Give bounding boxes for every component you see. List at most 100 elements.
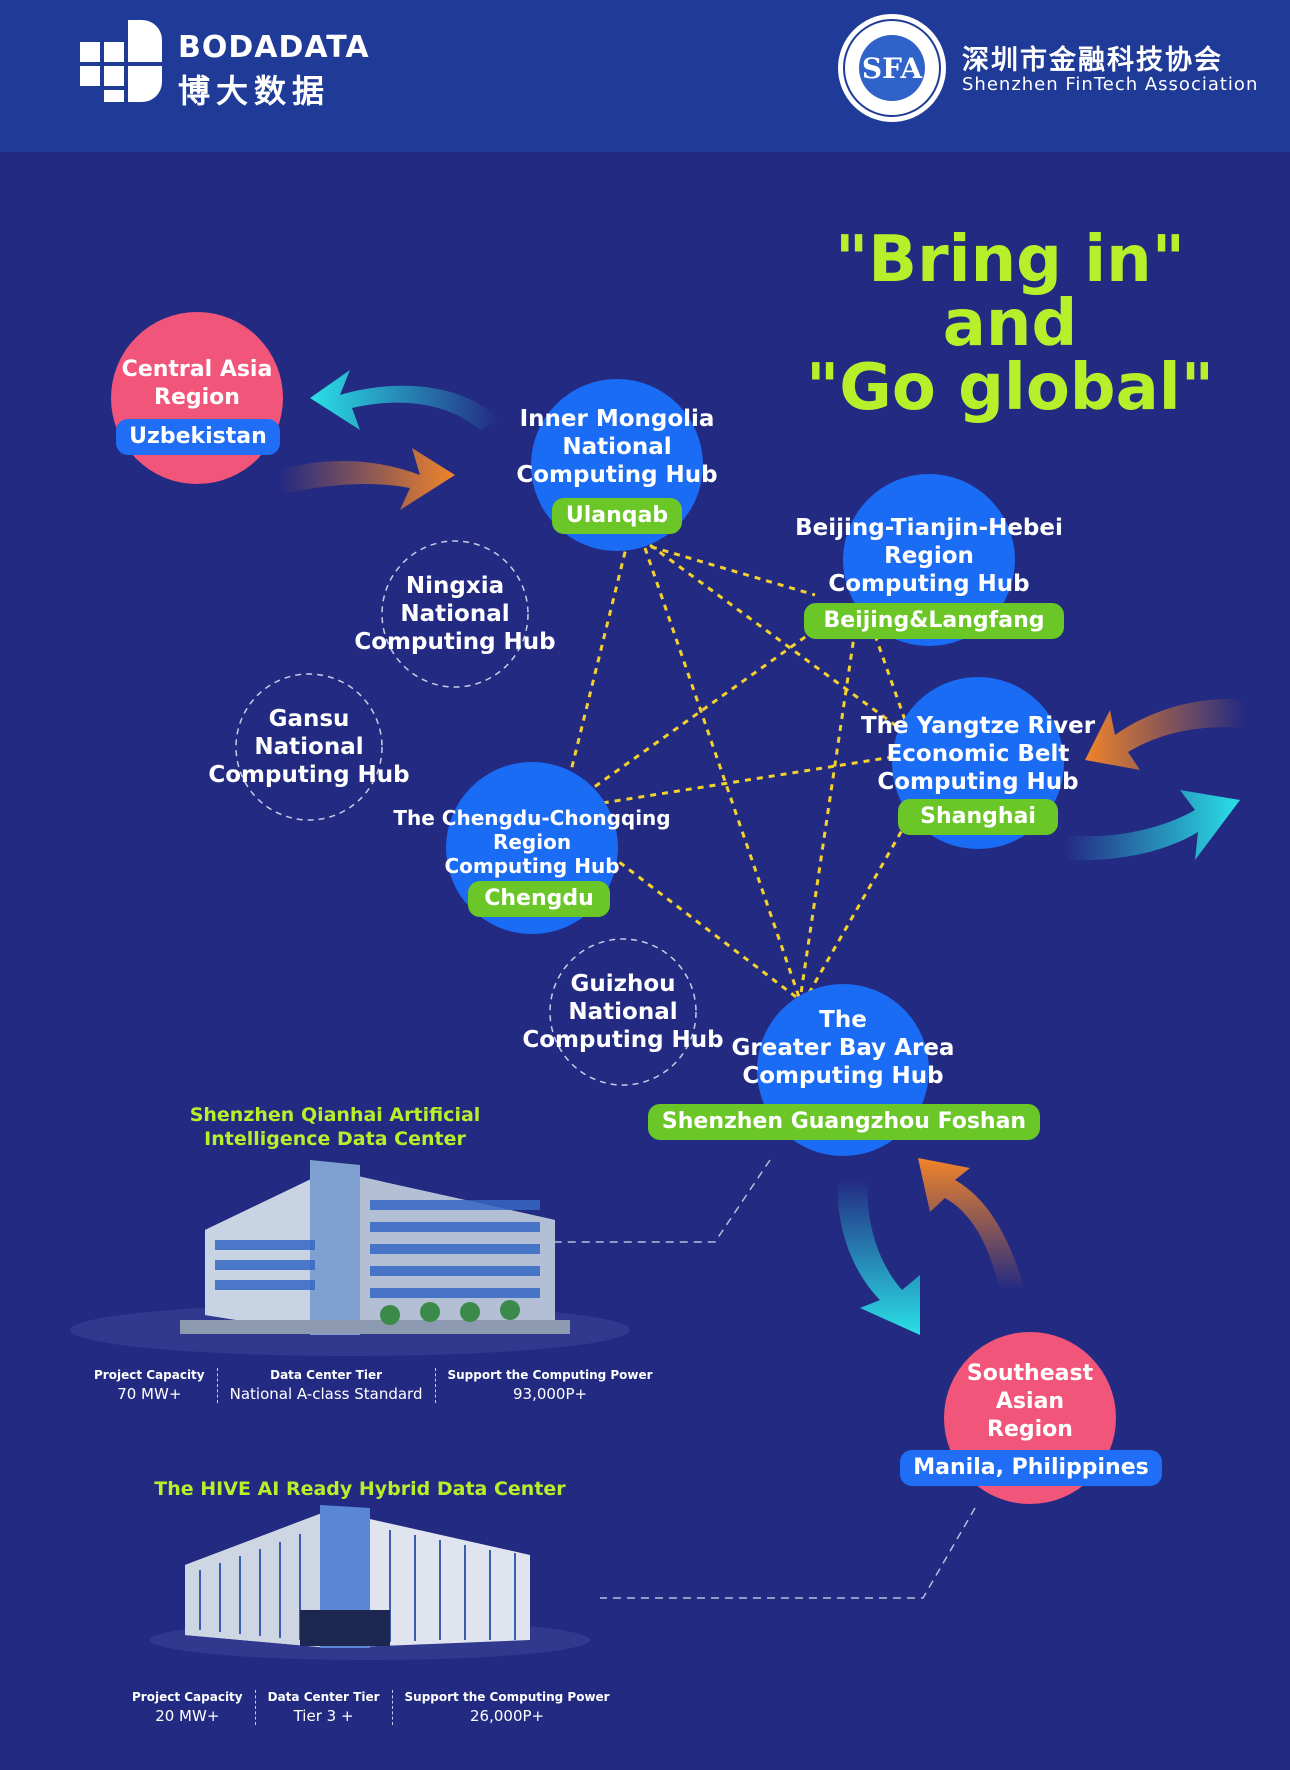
link-ulanqab-gba [643, 547, 802, 1001]
arrow-to-southeast-asia [837, 1180, 920, 1335]
brand-name-en: BODADATA [178, 30, 370, 65]
headline-line-2: and [942, 287, 1078, 361]
gba-line-3: Computing Hub [742, 1063, 944, 1089]
link-beijing-gba [798, 629, 857, 1001]
ningxia-line-2: National [400, 601, 510, 627]
southeast-asia-label: Southeast Asian Region [944, 1360, 1116, 1444]
beijing-line-2: Region [884, 543, 974, 569]
gansu-line-2: National [254, 734, 364, 760]
stat-label: Support the Computing Power [404, 1690, 610, 1704]
arrow-into-shanghai [1085, 699, 1245, 770]
gba-line-2: Greater Bay Area [731, 1035, 955, 1061]
stat-value: National A-class Standard [229, 1385, 423, 1403]
central-asia-label: Central Asia Region [111, 356, 283, 412]
gansu-hub-label: Gansu National Computing Hub [194, 705, 424, 789]
yangtze-line-3: Computing Hub [877, 769, 1079, 795]
yangtze-line-1: The Yangtze River [860, 713, 1096, 739]
hive-data-center-image [150, 1505, 590, 1660]
ningxia-line-1: Ningxia [405, 573, 505, 599]
link-beijing-shanghai [873, 634, 907, 721]
beijing-line-3: Computing Hub [828, 571, 1030, 597]
chengdu-hub-label: The Chengdu-Chongqing Region Computing H… [392, 806, 672, 878]
link-beijing-chengdu [589, 628, 816, 792]
stat-label: Project Capacity [94, 1368, 205, 1382]
guizhou-line-3: Computing Hub [522, 1027, 724, 1053]
sfa-seal-logo: SFA [838, 14, 946, 122]
link-ulanqab-beijing [627, 538, 816, 597]
stat-value: 20 MW+ [155, 1707, 220, 1725]
inner-mongolia-line-3: Computing Hub [516, 462, 718, 488]
qianhai-stat-power: Support the Computing Power 93,000P+ [434, 1368, 665, 1403]
shanghai-tag: Shanghai [898, 799, 1058, 835]
qianhai-dc-title-line-1: Shenzhen Qianhai Artificial [189, 1104, 481, 1126]
hive-stat-power: Support the Computing Power 26,000P+ [391, 1690, 622, 1725]
bodadata-logo-icon [80, 20, 162, 102]
link-ulanqab-shanghai [649, 543, 896, 727]
yangtze-line-2: Economic Belt [886, 741, 1070, 767]
inner-mongolia-line-1: Inner Mongolia [519, 406, 715, 432]
hive-stat-tier: Data Center Tier Tier 3 + [254, 1690, 392, 1725]
headline-line-3: "Go global" [805, 351, 1215, 425]
qianhai-stat-capacity: Project Capacity 70 MW+ [82, 1368, 217, 1403]
arrow-to-central-asia [310, 370, 500, 430]
header-bar: BODADATA 博大数据 SFA 深圳市金融科技协会 Shenzhen Fin… [0, 0, 1290, 152]
association-name-cn: 深圳市金融科技协会 [962, 45, 1223, 76]
qianhai-dc-title: Shenzhen Qianhai Artificial Intelligence… [160, 1103, 510, 1151]
guizhou-line-2: National [568, 999, 678, 1025]
chengdu-line-2: Region [492, 830, 572, 854]
qianhai-dc-title-line-2: Intelligence Data Center [204, 1128, 466, 1150]
inner-mongolia-line-2: National [562, 434, 672, 460]
stat-label: Data Center Tier [267, 1690, 380, 1704]
stat-value: 93,000P+ [512, 1385, 588, 1403]
stat-value: 26,000P+ [470, 1707, 545, 1725]
ningxia-hub-circle [381, 540, 529, 688]
gansu-line-3: Computing Hub [208, 762, 410, 788]
gba-line-1: The [819, 1007, 867, 1033]
central-asia-label-line-2: Region [154, 385, 240, 410]
guizhou-hub-circle [549, 938, 697, 1086]
chengdu-line-3: Computing Hub [444, 854, 620, 878]
chengdu-line-1: The Chengdu-Chongqing [393, 806, 671, 830]
link-chengdu-shanghai [589, 753, 906, 807]
association-name-en: Shenzhen FinTech Association [962, 74, 1259, 95]
southeast-asia-label-line-2: Asian [995, 1389, 1065, 1414]
manila-tag: Manila, Philippines [900, 1450, 1162, 1486]
beijing-hub-label: Beijing-Tianjin-Hebei Region Computing H… [779, 514, 1079, 598]
link-ulanqab-chengdu [568, 539, 630, 776]
qianhai-data-center-image [70, 1160, 630, 1356]
stat-value: 70 MW+ [117, 1385, 182, 1403]
hive-dc-title: The HIVE AI Ready Hybrid Data Center [130, 1477, 590, 1501]
link-chengdu-gba [609, 853, 801, 1002]
guizhou-line-1: Guizhou [570, 971, 676, 997]
southeast-asia-label-line-1: Southeast [966, 1361, 1094, 1386]
arrow-from-southeast-asia [918, 1158, 1025, 1290]
yangtze-hub-label: The Yangtze River Economic Belt Computin… [848, 712, 1108, 796]
guizhou-hub-label: Guizhou National Computing Hub [508, 970, 738, 1054]
arrow-from-central-asia [280, 448, 455, 510]
stat-label: Project Capacity [132, 1690, 243, 1704]
beijing-line-1: Beijing-Tianjin-Hebei [795, 515, 1063, 541]
qianhai-dc-stats: Project Capacity 70 MW+ Data Center Tier… [82, 1368, 665, 1403]
central-asia-label-line-1: Central Asia [121, 357, 273, 382]
stat-label: Support the Computing Power [447, 1368, 653, 1382]
leader-lines [555, 1159, 976, 1599]
chengdu-tag: Chengdu [468, 881, 610, 917]
beijing-langfang-tag: Beijing&Langfang [804, 603, 1064, 639]
southeast-asia-label-line-3: Region [987, 1417, 1073, 1442]
ningxia-hub-label: Ningxia National Computing Hub [340, 572, 570, 656]
stat-label: Data Center Tier [270, 1368, 382, 1382]
stat-value: Tier 3 + [293, 1707, 354, 1725]
inner-mongolia-hub-label: Inner Mongolia National Computing Hub [497, 405, 737, 489]
ningxia-line-3: Computing Hub [354, 629, 556, 655]
hive-dc-stats: Project Capacity 20 MW+ Data Center Tier… [120, 1690, 622, 1725]
gansu-hub-circle [235, 673, 383, 821]
arrow-out-of-shanghai [1065, 790, 1240, 861]
gansu-line-1: Gansu [268, 706, 350, 732]
headline: "Bring in" and "Go global" [790, 228, 1230, 420]
hive-stat-capacity: Project Capacity 20 MW+ [120, 1690, 255, 1725]
gba-hub-label: The Greater Bay Area Computing Hub [713, 1006, 973, 1090]
brand-name-cn: 博大数据 [178, 72, 331, 110]
hive-dc-title-line-1: The HIVE AI Ready Hybrid Data Center [154, 1478, 566, 1500]
ulanqab-tag: Ulanqab [552, 498, 682, 534]
